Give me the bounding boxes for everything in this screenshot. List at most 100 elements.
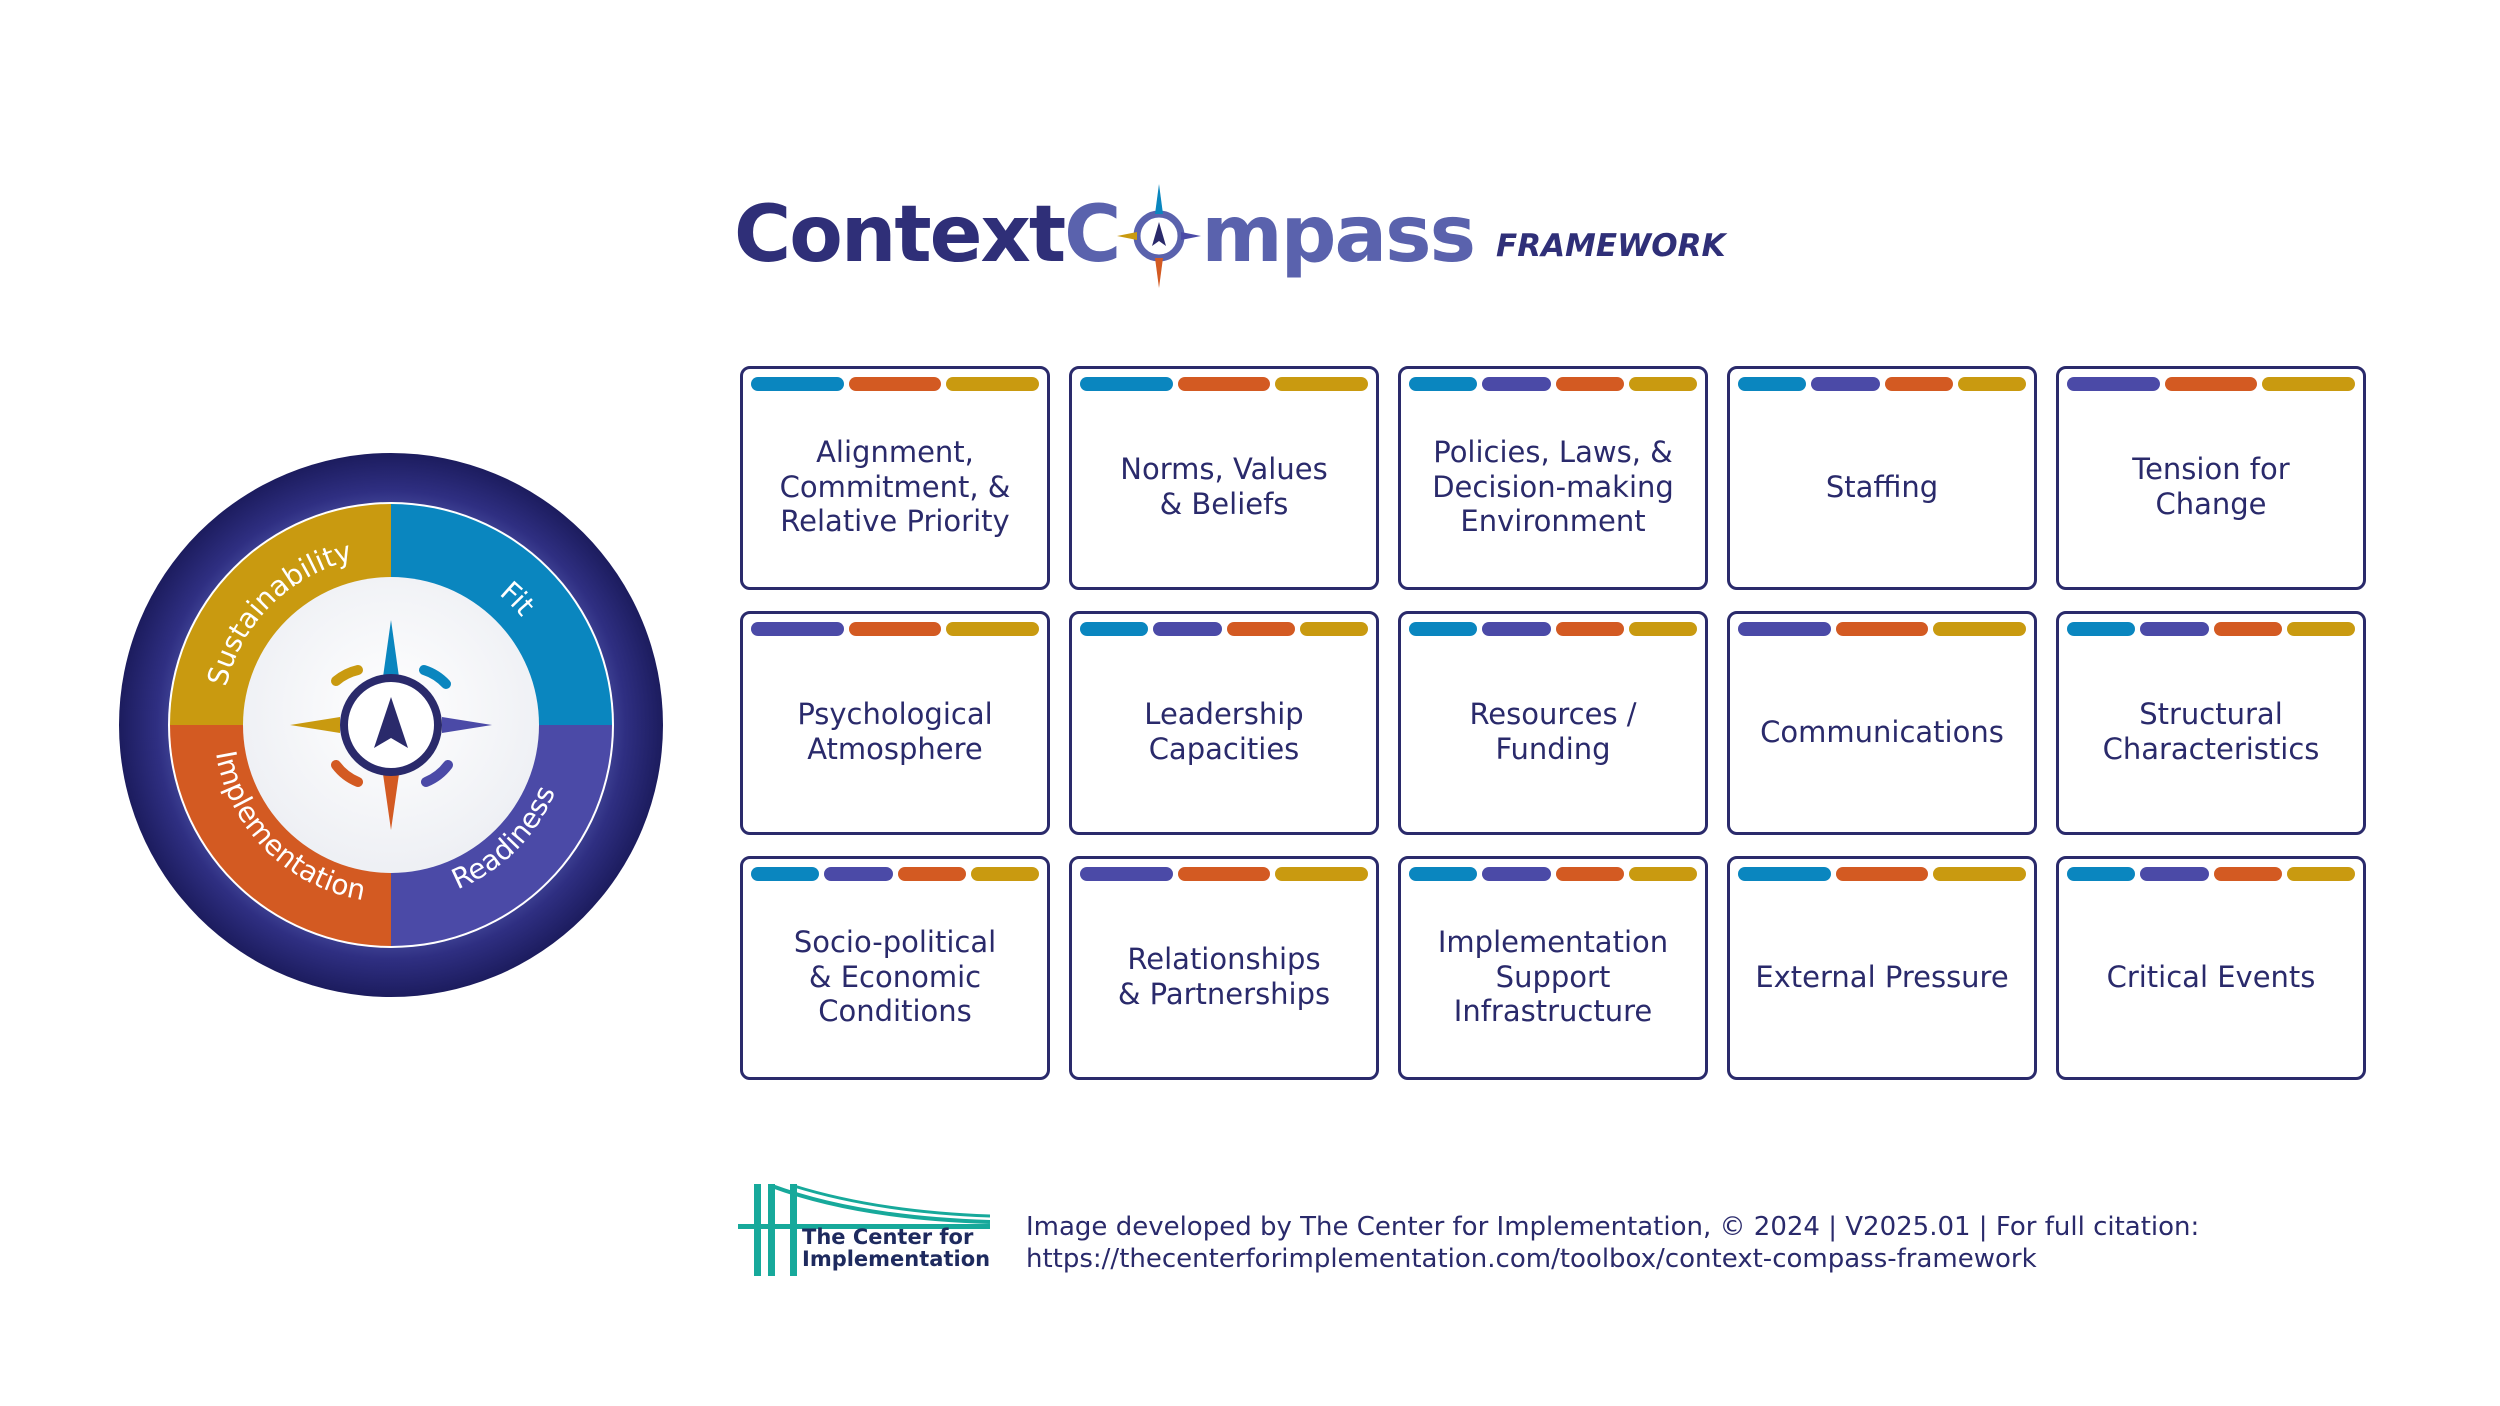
color-tag-gold bbox=[2286, 622, 2355, 636]
color-tag-bars bbox=[2067, 377, 2356, 391]
color-tag-purple bbox=[824, 867, 893, 881]
domain-card[interactable]: Relationships & Partnerships bbox=[1069, 856, 1379, 1080]
domain-card[interactable]: Norms, Values & Beliefs bbox=[1069, 366, 1379, 590]
color-tag-gold bbox=[1628, 867, 1697, 881]
color-tag-gold bbox=[1628, 377, 1697, 391]
color-tag-purple bbox=[2067, 377, 2160, 391]
color-tag-purple bbox=[1811, 377, 1880, 391]
domain-card[interactable]: Alignment, Commitment, & Relative Priori… bbox=[740, 366, 1050, 590]
color-tag-gold bbox=[1628, 622, 1697, 636]
domain-card-label: Tension for Change bbox=[2132, 452, 2290, 521]
color-tag-gold bbox=[1299, 622, 1368, 636]
domain-card[interactable]: Structural Characteristics bbox=[2056, 611, 2366, 835]
citation-url[interactable]: https://thecenterforimplementation.com/t… bbox=[1026, 1243, 2037, 1274]
color-tag-blue bbox=[1409, 622, 1478, 636]
domain-card-label: Critical Events bbox=[2106, 959, 2316, 994]
domain-card[interactable]: Tension for Change bbox=[2056, 366, 2366, 590]
color-tag-orange bbox=[1555, 867, 1624, 881]
domain-card-label: Psychological Atmosphere bbox=[797, 697, 993, 766]
domain-card[interactable]: Implementation Support Infrastructure bbox=[1398, 856, 1708, 1080]
org-logo-text: The Center for Implementation bbox=[802, 1225, 991, 1272]
color-tag-blue bbox=[2067, 867, 2136, 881]
compass-icon bbox=[1117, 184, 1202, 288]
color-tag-orange bbox=[2213, 622, 2282, 636]
citation-text: Image developed by The Center for Implem… bbox=[1026, 1212, 2200, 1242]
domain-card-label: Alignment, Commitment, & Relative Priori… bbox=[779, 434, 1011, 539]
color-tag-gold bbox=[1275, 377, 1369, 391]
color-tag-blue bbox=[2067, 622, 2136, 636]
domain-card-label: Structural Characteristics bbox=[2102, 697, 2320, 766]
domain-card[interactable]: Psychological Atmosphere bbox=[740, 611, 1050, 835]
domain-card-label: Implementation Support Infrastructure bbox=[1437, 924, 1669, 1029]
color-tag-gold bbox=[1275, 867, 1369, 881]
color-tag-blue bbox=[1080, 377, 1173, 391]
domain-card-label: Policies, Laws, & Decision-making Enviro… bbox=[1432, 434, 1674, 539]
color-tag-bars bbox=[2067, 622, 2355, 636]
domain-card[interactable]: External Pressure bbox=[1727, 856, 2037, 1080]
color-tag-orange bbox=[2164, 377, 2258, 391]
color-tag-bars bbox=[1409, 377, 1697, 391]
domain-card[interactable]: Communications bbox=[1727, 611, 2037, 835]
domain-card-label: Socio-political & Economic Conditions bbox=[793, 924, 997, 1029]
color-tag-orange bbox=[1835, 622, 1929, 636]
color-tag-blue bbox=[751, 867, 820, 881]
color-tag-gold bbox=[2262, 377, 2356, 391]
domain-card-label: Leadership Capacities bbox=[1144, 697, 1304, 766]
color-tag-orange bbox=[2213, 867, 2282, 881]
logo-letter-c: C bbox=[1064, 190, 1121, 280]
color-tag-bars bbox=[1738, 867, 2027, 881]
color-tag-purple bbox=[1738, 622, 1831, 636]
color-tag-gold bbox=[1957, 377, 2026, 391]
color-tag-orange bbox=[1177, 867, 1271, 881]
color-tag-bars bbox=[1738, 622, 2027, 636]
color-tag-blue bbox=[1738, 377, 1807, 391]
center-for-implementation-logo bbox=[738, 1184, 990, 1276]
domain-card[interactable]: Policies, Laws, & Decision-making Enviro… bbox=[1398, 366, 1708, 590]
compass-wheel: Sustainability Fit Readiness Implementat… bbox=[119, 453, 663, 997]
color-tag-gold bbox=[970, 867, 1039, 881]
color-tag-purple bbox=[1153, 622, 1222, 636]
color-tag-purple bbox=[1482, 867, 1551, 881]
color-tag-orange bbox=[1835, 867, 1929, 881]
domain-card[interactable]: Critical Events bbox=[2056, 856, 2366, 1080]
color-tag-bars bbox=[1080, 867, 1369, 881]
color-tag-orange bbox=[848, 622, 942, 636]
context-domain-cards: Alignment, Commitment, & Relative Priori… bbox=[740, 366, 2366, 1080]
color-tag-gold bbox=[1933, 867, 2027, 881]
color-tag-bars bbox=[751, 622, 1040, 636]
logo-word-mpass: mpass bbox=[1201, 190, 1476, 280]
color-tag-orange bbox=[1226, 622, 1295, 636]
color-tag-orange bbox=[1555, 622, 1624, 636]
color-tag-purple bbox=[1080, 867, 1173, 881]
color-tag-purple bbox=[1482, 622, 1551, 636]
color-tag-orange bbox=[1884, 377, 1953, 391]
color-tag-purple bbox=[1482, 377, 1551, 391]
domain-card-label: Communications bbox=[1760, 714, 2004, 749]
logo-word-context: Context bbox=[734, 190, 1066, 280]
domain-card-label: External Pressure bbox=[1755, 959, 2009, 994]
color-tag-bars bbox=[1080, 377, 1369, 391]
color-tag-gold bbox=[946, 622, 1040, 636]
domain-card[interactable]: Leadership Capacities bbox=[1069, 611, 1379, 835]
color-tag-blue bbox=[1409, 377, 1478, 391]
color-tag-bars bbox=[2067, 867, 2355, 881]
color-tag-gold bbox=[1933, 622, 2027, 636]
color-tag-bars bbox=[751, 867, 1039, 881]
color-tag-orange bbox=[848, 377, 942, 391]
domain-card[interactable]: Socio-political & Economic Conditions bbox=[740, 856, 1050, 1080]
compass-icon bbox=[290, 620, 492, 830]
color-tag-bars bbox=[1409, 867, 1697, 881]
domain-card[interactable]: Resources / Funding bbox=[1398, 611, 1708, 835]
color-tag-purple bbox=[2140, 622, 2209, 636]
domain-card[interactable]: Staffing bbox=[1727, 366, 2037, 590]
domain-card-label: Norms, Values & Beliefs bbox=[1120, 452, 1328, 521]
color-tag-bars bbox=[1738, 377, 2026, 391]
color-tag-bars bbox=[751, 377, 1040, 391]
color-tag-blue bbox=[1738, 867, 1831, 881]
domain-card-label: Staffing bbox=[1825, 469, 1939, 504]
framework-title: Context C mpass FRAMEWORK bbox=[734, 180, 1726, 290]
color-tag-bars bbox=[1409, 622, 1697, 636]
color-tag-gold bbox=[2286, 867, 2355, 881]
color-tag-orange bbox=[897, 867, 966, 881]
color-tag-orange bbox=[1177, 377, 1271, 391]
